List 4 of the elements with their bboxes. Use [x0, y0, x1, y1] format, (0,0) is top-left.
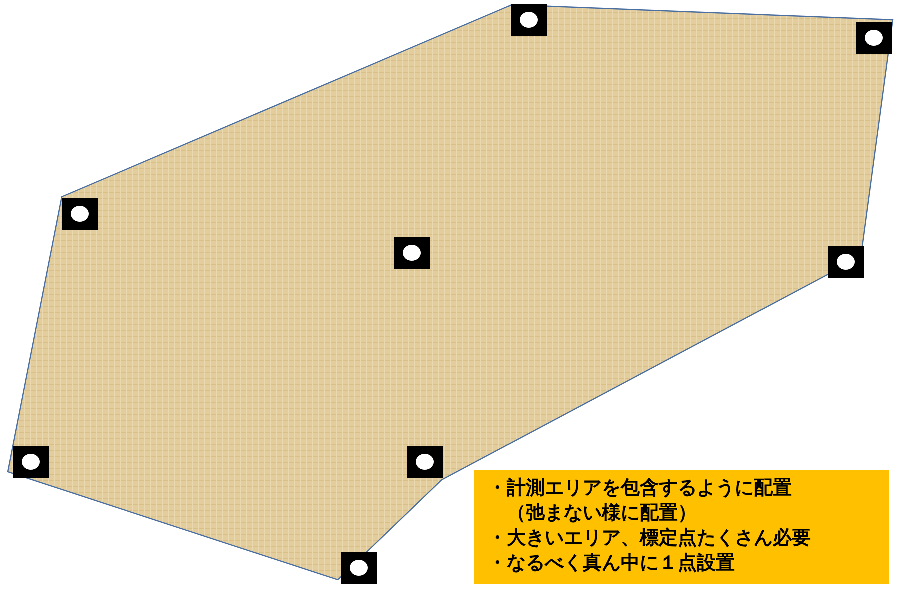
bullet-text: ・大きいエリア、標定点たくさん必要	[488, 526, 812, 551]
bullet-text: ・計測エリアを包含するように配置（弛まない様に配置）	[488, 476, 793, 526]
bullet-text: ・なるべく真ん中に１点設置	[488, 551, 736, 576]
note-box	[474, 470, 889, 584]
